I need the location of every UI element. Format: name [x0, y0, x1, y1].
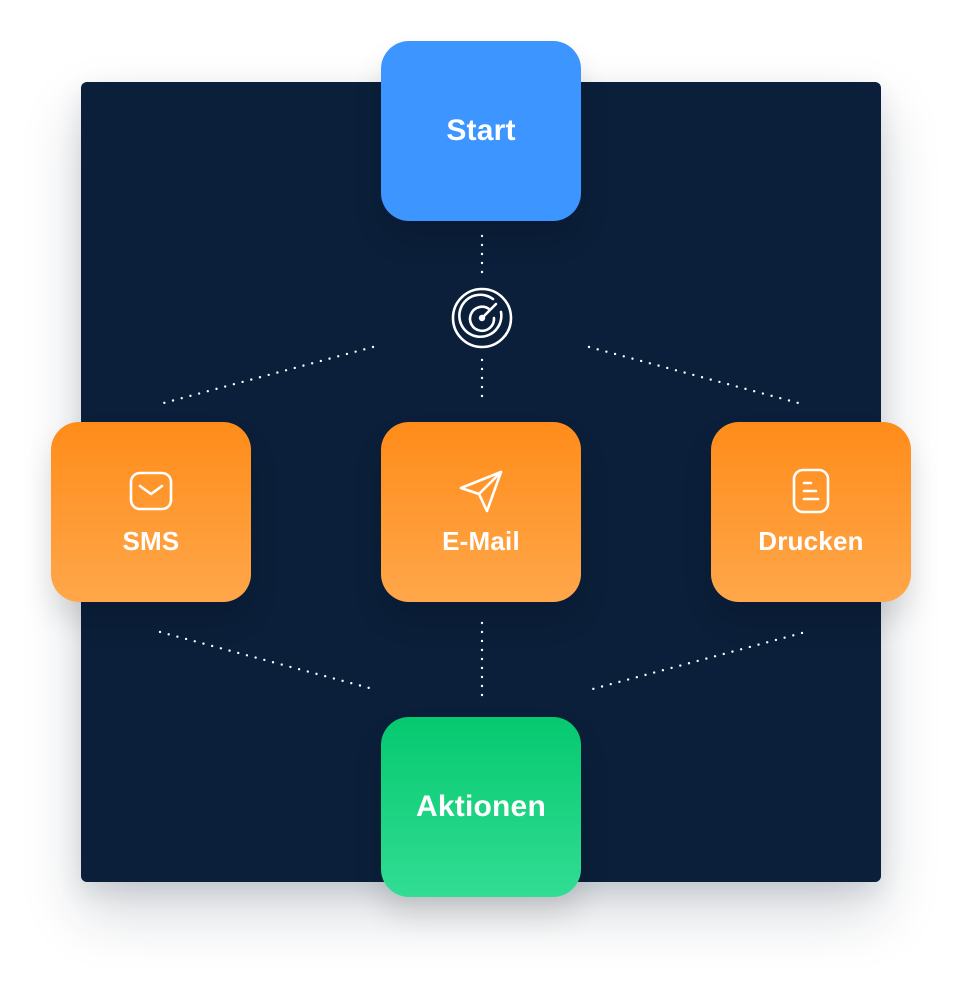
start-node[interactable]: Start	[381, 41, 581, 221]
sms-node[interactable]: SMS	[51, 422, 251, 602]
email-node[interactable]: E-Mail	[381, 422, 581, 602]
sms-label: SMS	[122, 525, 180, 556]
document-icon	[788, 468, 834, 514]
email-label: E-Mail	[442, 525, 520, 556]
start-label: Start	[446, 114, 516, 147]
send-icon	[458, 468, 504, 514]
print-label: Drucken	[758, 525, 864, 556]
actions-node[interactable]: Aktionen	[381, 717, 581, 897]
message-icon	[128, 468, 174, 514]
print-node[interactable]: Drucken	[711, 422, 911, 602]
target-icon	[449, 285, 515, 351]
actions-label: Aktionen	[416, 790, 546, 823]
